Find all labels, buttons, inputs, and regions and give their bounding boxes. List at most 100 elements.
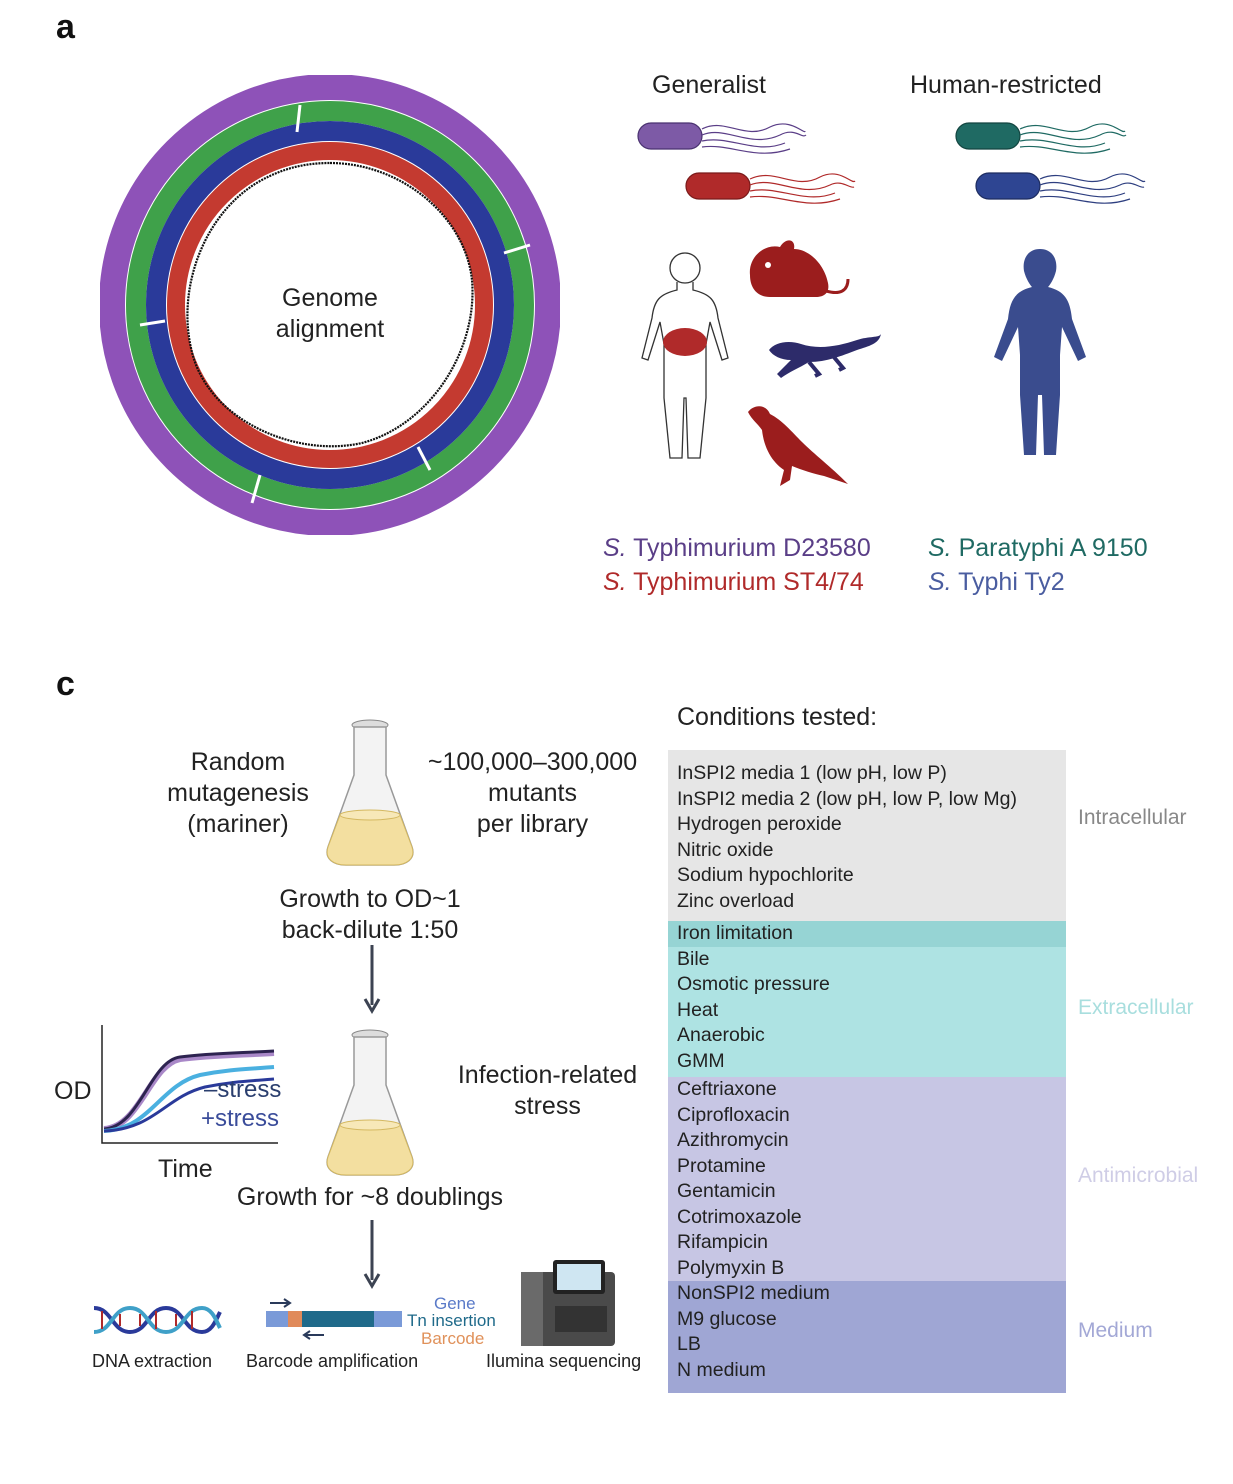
condition-item: Bile (677, 947, 710, 970)
condition-item: Hydrogen peroxide (677, 813, 842, 835)
text-line: Infection-related (457, 1061, 638, 1089)
gut-icon (663, 328, 707, 356)
text-line: (mariner) (187, 810, 289, 838)
bacterium-typhi-icon (975, 172, 1146, 204)
ring-st474 (167, 142, 493, 468)
conditions-table: InSPI2 media 1 (low pH, low P) InSPI2 me… (668, 750, 1066, 1393)
panel-a-letter: a (56, 8, 75, 46)
lizard-icon (769, 334, 881, 378)
condition-item: Ciprofloxacin (677, 1103, 790, 1126)
condition-item: Polymyxin B (677, 1256, 785, 1279)
legend-strain-d23580: S. Typhimurium D23580 (603, 534, 871, 563)
condition-item: NonSPI2 medium (677, 1282, 830, 1304)
ring-paratyphi (126, 101, 534, 509)
condition-item: Zinc overload (677, 889, 795, 912)
gene-label: Gene (434, 1294, 476, 1313)
condition-item: Ceftriaxone (677, 1078, 777, 1100)
down-arrow-icon (363, 1220, 381, 1289)
category-label-antimicrobial: Antimicrobial (1078, 1164, 1199, 1187)
text-line: mutants (488, 779, 577, 807)
time-axis-label: Time (158, 1155, 213, 1183)
growth-curve-plot (101, 1025, 278, 1144)
text-line: ~100,000–300,000 (427, 748, 638, 776)
conditions-title: Conditions tested: (677, 703, 878, 731)
condition-group-intracellular: InSPI2 media 1 (low pH, low P) InSPI2 me… (668, 750, 1066, 921)
random-mutagenesis-text: Random mutagenesis (mariner) (148, 747, 328, 840)
condition-item: Cotrimoxazole (677, 1205, 802, 1228)
growth-step-text: Growth to OD~1 back-dilute 1:50 (250, 884, 490, 946)
condition-group-extracellular: Iron limitation Bile Osmotic pressure He… (668, 921, 1066, 1077)
genome-alignment-plot (100, 75, 560, 535)
condition-item: GMM (677, 1049, 725, 1072)
condition-group-antimicrobial: Ceftriaxone Ciprofloxacin Azithromycin P… (668, 1077, 1066, 1281)
bacterium-st474-icon (685, 172, 856, 204)
flask-icon (326, 1029, 414, 1176)
gc-skew-track (186, 161, 474, 448)
generalist-title: Generalist (652, 71, 766, 99)
tn-insertion-label: Tn insertion (407, 1311, 496, 1330)
legend-strain-st474: S. Typhimurium ST4/74 (603, 568, 864, 597)
dna-helix-icon (93, 1305, 222, 1335)
category-label-extracellular: Extracellular (1078, 996, 1194, 1019)
legend-genus: S. (928, 534, 952, 562)
legend-genus: S. (928, 568, 952, 596)
legend-strain-name: Typhimurium D23580 (626, 534, 871, 562)
panel-c-letter: c (56, 665, 75, 703)
text-line: Random (190, 748, 286, 776)
legend-strain-name: Typhi Ty2 (951, 568, 1065, 596)
barcode-amplification-label: Barcode amplification (246, 1351, 419, 1371)
genome-label-line2: alignment (275, 315, 385, 343)
human-restricted-bacteria (955, 122, 1146, 204)
bacterium-d23580-icon (637, 122, 807, 154)
condition-item: Anaerobic (677, 1024, 765, 1046)
ring-typhi (146, 121, 514, 489)
od-axis-label: OD (54, 1077, 92, 1105)
text-line: stress (514, 1092, 581, 1120)
bird-icon (748, 406, 848, 486)
condition-item: Protamine (677, 1154, 766, 1177)
library-size-text: ~100,000–300,000 mutants per library (405, 747, 660, 840)
text-line: back-dilute 1:50 (281, 916, 459, 944)
genome-alignment-label: Genome alignment (230, 283, 430, 345)
human-outline-icon (641, 252, 729, 459)
text-line: per library (476, 810, 589, 838)
down-arrow-icon (363, 945, 381, 1014)
text-line: mutagenesis (167, 779, 309, 807)
condition-item: Gentamicin (677, 1180, 776, 1202)
condition-item: Iron limitation (668, 921, 1066, 947)
generalist-bacteria (637, 122, 856, 204)
infection-stress-text: Infection-related stress (440, 1060, 655, 1122)
condition-item: InSPI2 media 1 (low pH, low P) (677, 762, 947, 784)
legend-strain-paratyphi: S. Paratyphi A 9150 (928, 534, 1148, 563)
ring-d23580 (100, 75, 560, 535)
category-label-medium: Medium (1078, 1319, 1153, 1342)
condition-item: N medium (677, 1358, 766, 1381)
condition-item: Nitric oxide (677, 838, 774, 861)
human-child-icon (994, 249, 1086, 455)
mouse-icon (749, 240, 850, 297)
legend-genus: S. (603, 534, 627, 562)
condition-item: LB (677, 1333, 701, 1355)
condition-item: Heat (677, 998, 719, 1021)
legend-strain-name: Typhimurium ST4/74 (626, 568, 864, 596)
bacterium-paratyphi-icon (955, 122, 1127, 154)
condition-item: Sodium hypochlorite (677, 864, 854, 886)
genome-label-line1: Genome (282, 284, 378, 312)
legend-strain-name: Paratyphi A 9150 (951, 534, 1148, 562)
illumina-sequencing-label: Ilumina sequencing (486, 1351, 642, 1371)
minus-stress-label: –stress (204, 1076, 282, 1103)
dna-extraction-label: DNA extraction (92, 1351, 213, 1371)
legend-genus: S. (603, 568, 627, 596)
human-restricted-title: Human-restricted (910, 71, 1102, 99)
legend-strain-typhi: S. Typhi Ty2 (928, 568, 1065, 597)
condition-item: InSPI2 media 2 (low pH, low P, low Mg) (677, 787, 1017, 810)
condition-group-medium: NonSPI2 medium M9 glucose LB N medium (668, 1281, 1066, 1393)
flask-icon (326, 719, 414, 866)
condition-item: Rifampicin (677, 1231, 769, 1253)
alignment-gaps (139, 104, 531, 504)
condition-item: Osmotic pressure (677, 973, 830, 995)
category-label-intracellular: Intracellular (1078, 806, 1187, 829)
sequencer-icon (521, 1260, 615, 1346)
text-line: Growth to OD~1 (279, 885, 461, 913)
barcode-construct-icon (266, 1298, 402, 1340)
